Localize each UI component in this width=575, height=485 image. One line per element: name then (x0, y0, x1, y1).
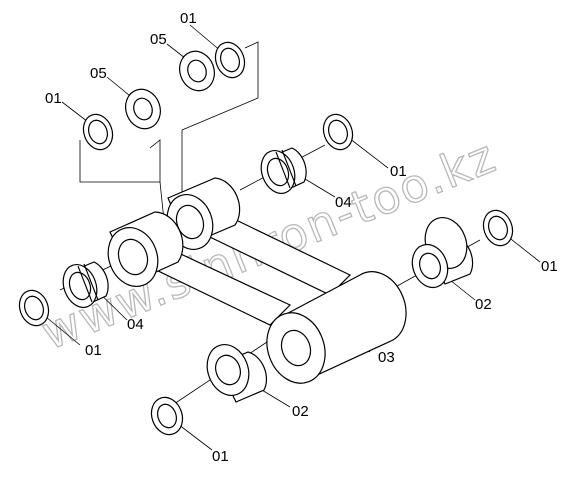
bushing-04-left (62, 261, 109, 308)
seal-ring-01-left-bottom (18, 289, 50, 327)
label-01-left-top: 01 (45, 90, 62, 107)
label-01-bottom: 01 (212, 448, 229, 465)
grouping-brackets (79, 41, 259, 231)
link-assembly (107, 177, 407, 384)
label-04-left: 04 (127, 316, 144, 333)
seal-ring-01-left-top (82, 113, 114, 151)
washer-05-left (125, 88, 161, 130)
label-01-left-bottom: 01 (85, 342, 102, 359)
bushing-04-right (260, 147, 307, 194)
flanged-bushing-02-bottom (206, 344, 268, 403)
label-02-bottom: 02 (292, 403, 309, 420)
washer-05-top (179, 50, 215, 92)
seal-ring-01-far-right (482, 209, 514, 247)
label-05-top: 05 (150, 31, 167, 48)
label-01-far-right: 01 (541, 258, 558, 275)
part-labels: 01 05 05 01 01 04 01 02 03 04 01 02 01 (45, 10, 558, 465)
label-05-left: 05 (90, 65, 107, 82)
label-01-top: 01 (180, 10, 197, 27)
label-02-right: 02 (475, 296, 492, 313)
label-03: 03 (378, 349, 395, 366)
flanged-bushing-02-right (411, 217, 474, 289)
label-01-right-mid: 01 (390, 163, 407, 180)
seal-ring-01-right-mid (322, 113, 354, 151)
label-04-right: 04 (335, 194, 352, 211)
seal-ring-01-top (214, 41, 246, 79)
seal-ring-01-bottom (150, 396, 184, 436)
